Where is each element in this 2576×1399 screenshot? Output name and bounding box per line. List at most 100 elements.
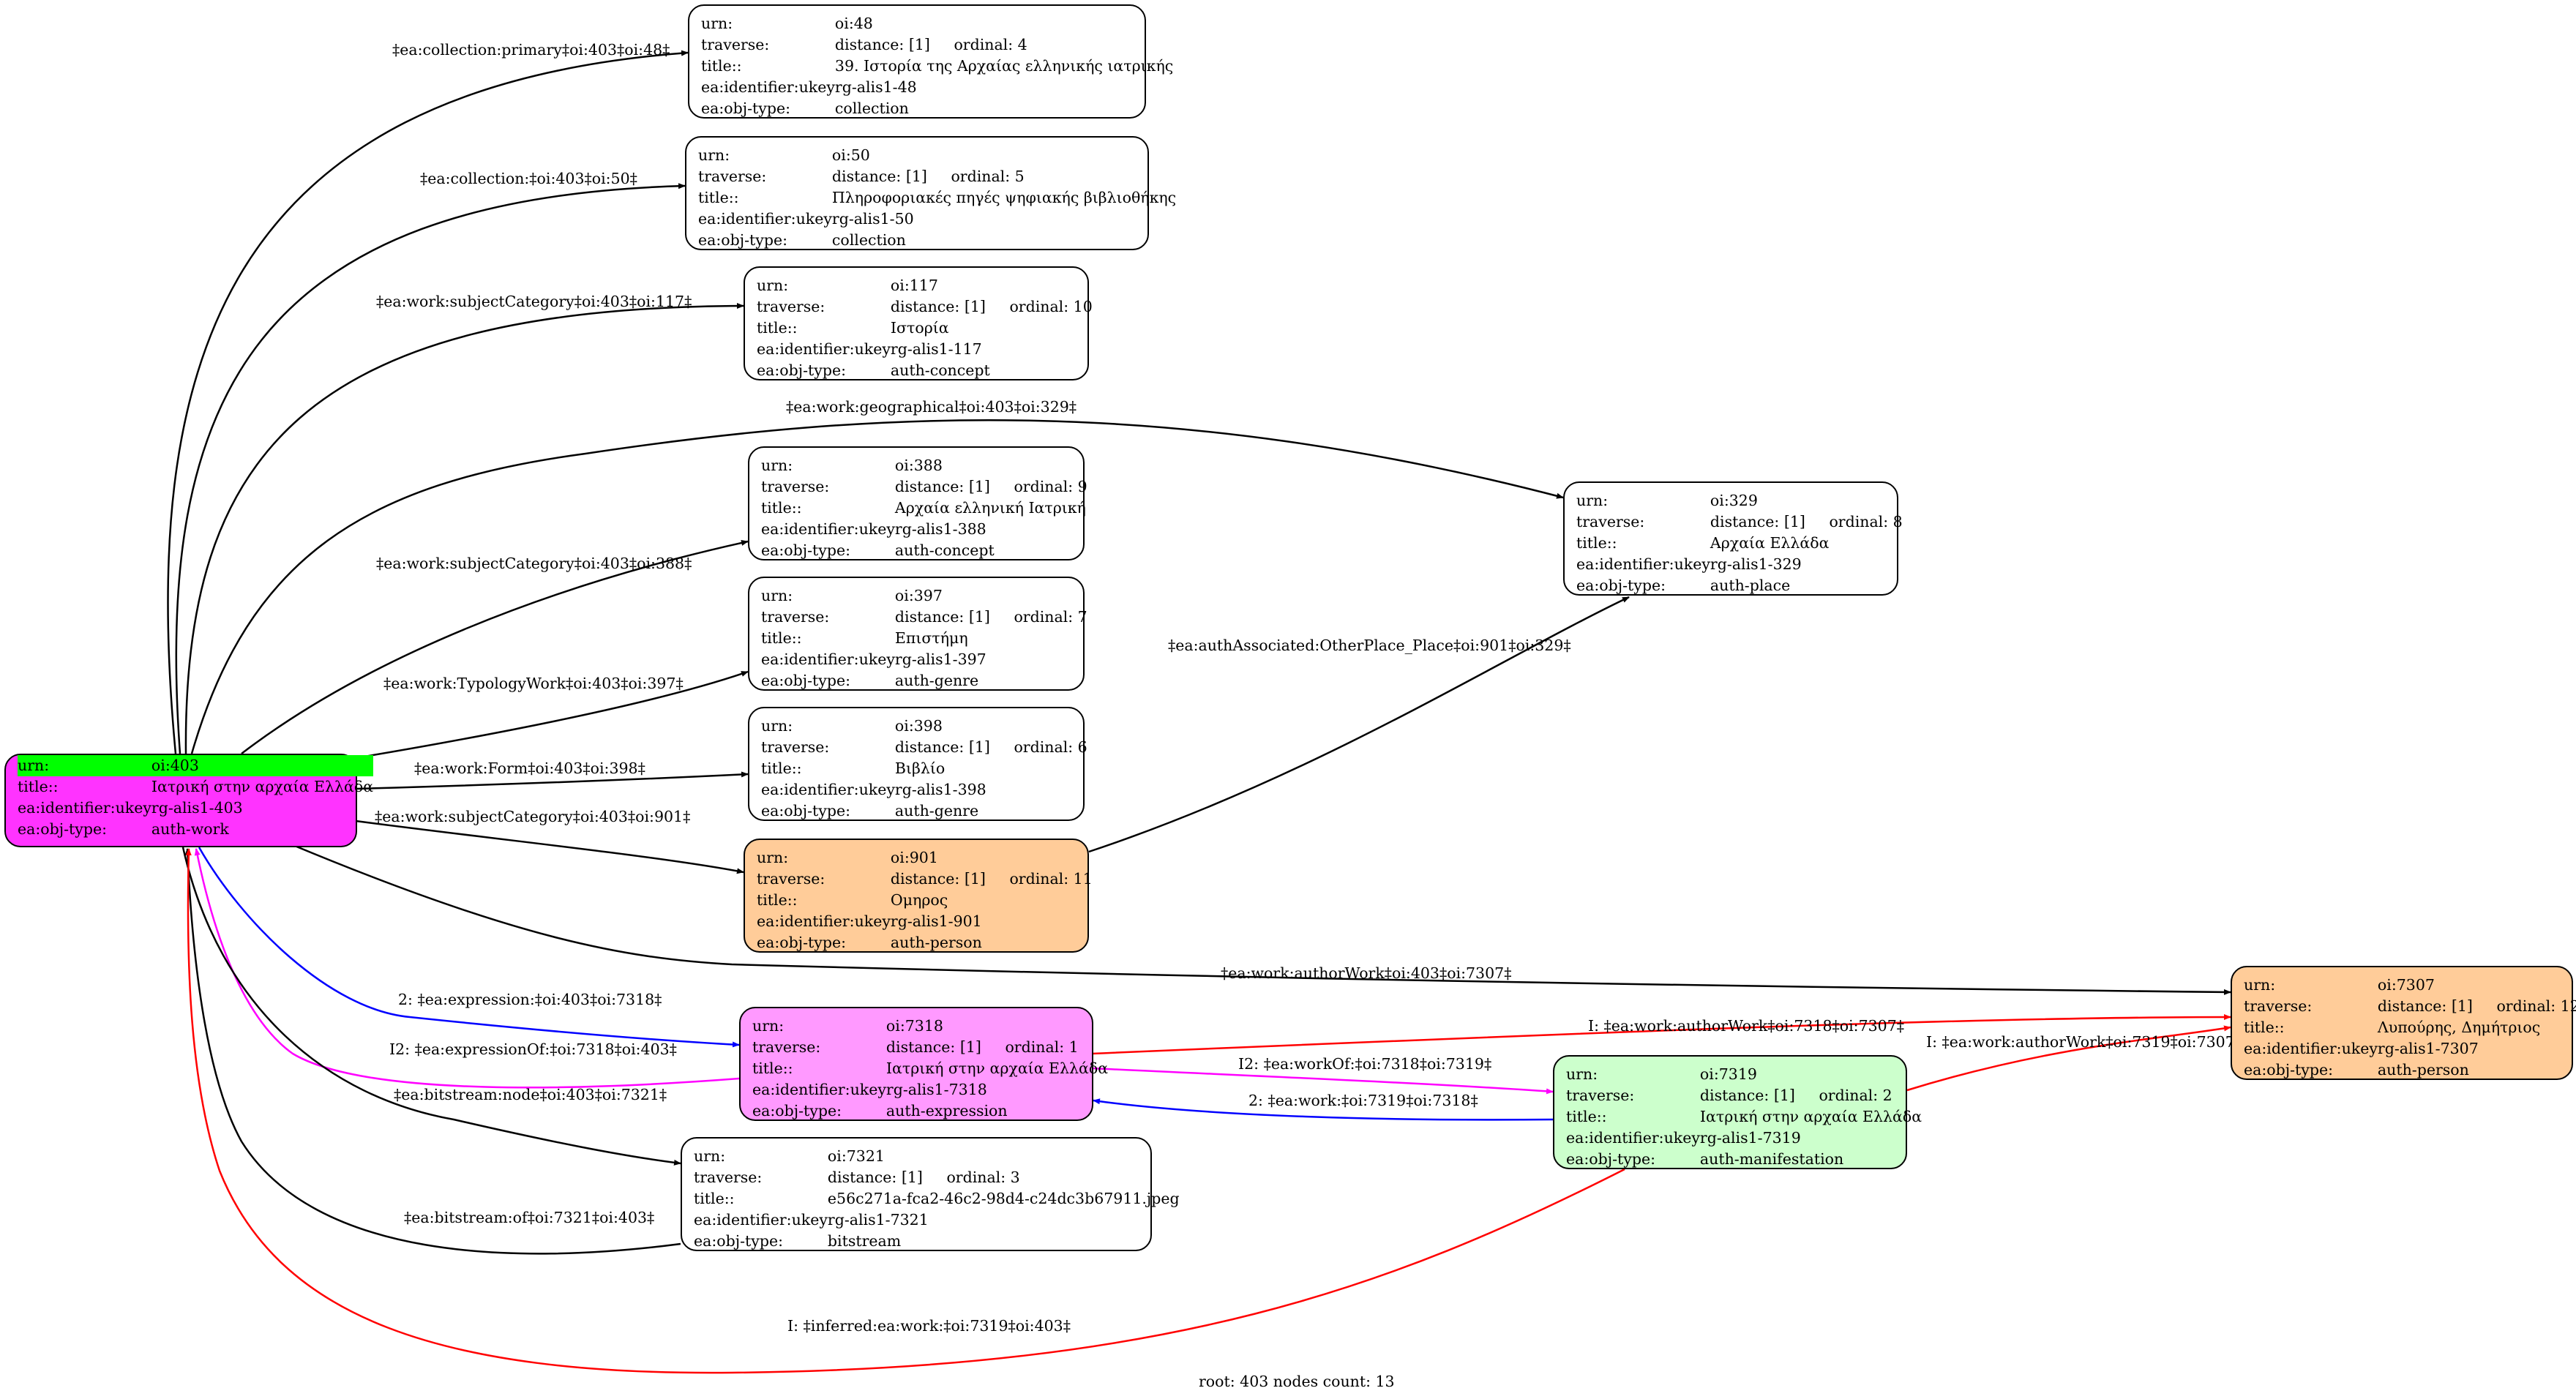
node-value: Ιατρική στην αρχαία Ελλάδα <box>1699 1108 1922 1125</box>
node-oi-50[interactable]: urn:oi:50 traverse:distance: [1] ordinal… <box>685 136 1176 250</box>
node-oi-397[interactable]: urn:oi:397 traverse:distance: [1] ordina… <box>748 577 1087 691</box>
node-key: title:: <box>694 1190 735 1207</box>
node-value: distance: [1] ordinal: 8 <box>1710 513 1903 530</box>
node-key: ea:identifier:ukey <box>1576 555 1710 573</box>
node-value: rg-alis1-397 <box>894 650 986 668</box>
edge-label-403-117: ‡ea:work:subjectCategory‡oi:403‡oi:117‡ <box>376 293 692 310</box>
node-value: oi:7307 <box>2377 976 2435 994</box>
edge-label-403-7307: ‡ea:work:authorWork‡oi:403‡oi:7307‡ <box>1221 964 1512 982</box>
edge-label-403-48: ‡ea:collection:primary‡oi:403‡oi:48‡ <box>392 41 670 59</box>
edge-403-397 <box>355 670 749 759</box>
node-key: title:: <box>757 891 798 909</box>
node-value: oi:397 <box>894 587 943 604</box>
node-key: ea:identifier:ukey <box>701 78 835 96</box>
node-key: urn: <box>752 1017 785 1035</box>
edge-403-901 <box>355 819 744 874</box>
node-value: Ιατρική στην αρχαία Ελλάδα <box>151 778 374 795</box>
node-key: urn: <box>701 15 733 32</box>
edge-403-48 <box>167 50 689 754</box>
node-key: ea:identifier:ukey <box>18 799 151 817</box>
node-value: rg-alis1-7307 <box>2377 1040 2479 1057</box>
edge-label-7321-403: ‡ea:bitstream:of‡oi:7321‡oi:403‡ <box>404 1209 655 1226</box>
node-oi-403[interactable]: urn:oi:403 title::Ιατρική στην αρχαία Ελ… <box>4 754 374 847</box>
node-key: title:: <box>18 778 59 795</box>
node-value: Ιατρική στην αρχαία Ελλάδα <box>886 1059 1109 1077</box>
node-value: distance: [1] ordinal: 1 <box>886 1038 1079 1056</box>
root-urn-key: urn: <box>18 755 151 776</box>
node-key: urn: <box>757 277 789 294</box>
node-oi-901[interactable]: urn:oi:901 traverse:distance: [1] ordina… <box>744 839 1093 953</box>
node-key: ea:identifier:ukey <box>698 210 832 228</box>
edge-403-50 <box>175 183 686 754</box>
node-key: urn: <box>698 146 730 164</box>
node-key: ea:obj-type: <box>694 1232 783 1250</box>
node-value: rg-alis1-50 <box>831 210 914 228</box>
node-key: title:: <box>1566 1108 1607 1125</box>
node-oi-117[interactable]: urn:oi:117 traverse:distance: [1] ordina… <box>744 266 1093 380</box>
edge-403-388 <box>241 540 749 754</box>
node-oi-7319[interactable]: urn:oi:7319 traverse:distance: [1] ordin… <box>1553 1055 1922 1169</box>
node-key: ea:obj-type: <box>18 820 107 838</box>
node-key: title:: <box>757 319 798 337</box>
node-oi-48[interactable]: urn:oi:48 traverse:distance: [1] ordinal… <box>688 4 1173 119</box>
node-key: ea:obj-type: <box>761 672 850 689</box>
node-key: traverse: <box>761 478 830 495</box>
node-value: Πληροφοριακές πηγές ψηφιακής βιβλιοθήκης <box>831 189 1177 206</box>
node-value: distance: [1] ordinal: 10 <box>890 298 1093 315</box>
node-key: ea:identifier:ukey <box>2244 1040 2378 1057</box>
node-key: ea:identifier:ukey <box>757 340 891 358</box>
node-key: traverse: <box>694 1169 763 1186</box>
node-value: distance: [1] ordinal: 9 <box>894 478 1087 495</box>
node-value: auth-expression <box>886 1102 1008 1119</box>
edge-403-329 <box>190 419 1564 754</box>
node-key: ea:identifier:ukey <box>1566 1129 1700 1147</box>
node-value: auth-work <box>151 820 229 838</box>
node-value: auth-person <box>2377 1061 2469 1079</box>
node-value: rg-alis1-403 <box>151 799 243 817</box>
node-oi-398[interactable]: urn:oi:398 traverse:distance: [1] ordina… <box>748 707 1087 821</box>
edge-7318-7319 <box>1091 1067 1554 1095</box>
node-key: traverse: <box>1576 513 1645 530</box>
node-value: oi:329 <box>1710 492 1758 509</box>
node-oi-7307[interactable]: urn:oi:7307 traverse:distance: [1] ordin… <box>2231 966 2576 1080</box>
node-value: auth-concept <box>890 361 990 379</box>
node-value: auth-genre <box>894 672 979 689</box>
node-value: e56c271a-fca2-46c2-98d4-c24dc3b67911.jpe… <box>827 1190 1180 1207</box>
node-value: distance: [1] ordinal: 2 <box>1699 1087 1892 1104</box>
edge-label-7318-7319: I2: ‡ea:workOf:‡oi:7318‡oi:7319‡ <box>1238 1055 1492 1073</box>
node-key: traverse: <box>757 870 825 888</box>
node-oi-388[interactable]: urn:oi:388 traverse:distance: [1] ordina… <box>748 446 1087 560</box>
node-value: oi:7321 <box>827 1147 885 1165</box>
edge-7319-7307 <box>1906 1025 2231 1092</box>
node-value: bitstream <box>827 1232 902 1250</box>
node-key: title:: <box>698 189 739 206</box>
node-value: auth-place <box>1710 577 1791 594</box>
node-key: ea:obj-type: <box>1566 1150 1655 1168</box>
node-value: distance: [1] ordinal: 11 <box>890 870 1093 888</box>
node-value: rg-alis1-117 <box>890 340 982 358</box>
node-key: ea:obj-type: <box>757 934 846 951</box>
edge-label-7319-403: I: ‡inferred:ea:work:‡oi:7319‡oi:403‡ <box>787 1317 1071 1335</box>
edge-403-7307 <box>291 843 2231 995</box>
node-key: urn: <box>1576 492 1609 509</box>
node-oi-7318[interactable]: urn:oi:7318 traverse:distance: [1] ordin… <box>739 1007 1108 1121</box>
edge-7321-403 <box>184 848 681 1255</box>
node-value: auth-person <box>890 934 982 951</box>
node-value: rg-alis1-398 <box>894 781 986 798</box>
node-value: rg-alis1-901 <box>890 912 982 930</box>
node-oi-7321[interactable]: urn:oi:7321 traverse:distance: [1] ordin… <box>681 1137 1180 1251</box>
node-key: title:: <box>1576 534 1617 552</box>
node-key: urn: <box>761 717 793 735</box>
edge-label-403-398: ‡ea:work:Form‡oi:403‡oi:398‡ <box>414 759 645 777</box>
node-value: auth-genre <box>894 802 979 819</box>
node-key: ea:obj-type: <box>757 361 846 379</box>
node-value: Λυπούρης, Δημήτριος <box>2377 1019 2541 1036</box>
node-value: rg-alis1-7319 <box>1699 1129 1801 1147</box>
node-value: Ομηρος <box>890 891 948 909</box>
node-key: ea:obj-type: <box>698 231 787 249</box>
edge-7318-403 <box>194 848 740 1089</box>
node-value: Αρχαία ελληνική Ιατρική <box>894 499 1086 517</box>
node-key: traverse: <box>1566 1087 1635 1104</box>
node-oi-329[interactable]: urn: oi:329 traverse: distance: [1] ordina… <box>1563 481 1903 596</box>
